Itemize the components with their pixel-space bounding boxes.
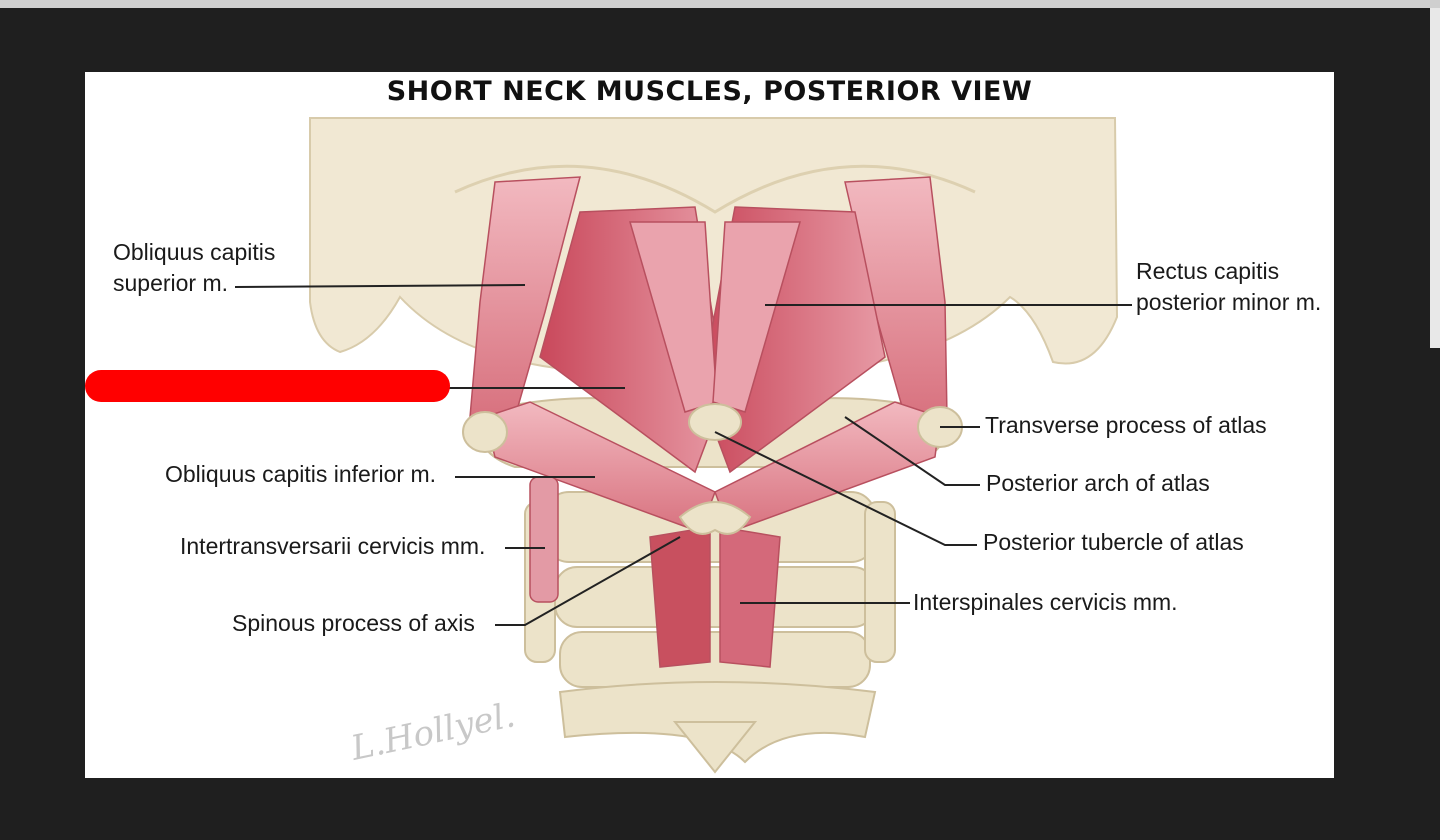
intertransversarii-left — [529, 476, 559, 603]
illustration-panel: SHORT NECK MUSCLES, POSTERIOR VIEW — [85, 72, 1334, 778]
leader-spinous-process — [495, 536, 681, 626]
axis-spinous-process — [678, 501, 752, 535]
redaction-mark — [85, 370, 450, 402]
leader-lines — [234, 284, 1132, 626]
leader-posterior-arch — [844, 416, 980, 486]
c4-vertebra — [559, 631, 871, 688]
atlas-transverse-left — [462, 411, 508, 453]
c3-vertebra — [554, 566, 876, 628]
label-posterior-arch: Posterior arch of atlas — [986, 470, 1210, 496]
label-intertransversarii: Intertransversarii cervicis mm. — [180, 533, 486, 559]
label-interspinales: Interspinales cervicis mm. — [913, 589, 1178, 615]
rectus-minor-right — [712, 221, 801, 413]
label-rectus-minor: Rectus capitis posterior minor m. — [1136, 256, 1321, 318]
lower-spinous-process — [672, 721, 758, 774]
label-obliquus-superior: Obliquus capitis superior m. — [113, 237, 275, 299]
window-right-edge — [1430, 8, 1440, 348]
leader-posterior-tubercle — [714, 431, 977, 546]
label-transverse-process: Transverse process of atlas — [985, 412, 1267, 438]
label-obliquus-superior-line2: superior m. — [113, 270, 229, 296]
window-top-strip — [0, 0, 1440, 8]
posterior-tubercle — [688, 403, 742, 441]
leader-obliquus-superior — [234, 284, 526, 288]
figure-title: SHORT NECK MUSCLES, POSTERIOR VIEW — [386, 76, 1033, 107]
interspinales-right — [719, 526, 781, 668]
label-obliquus-superior-line1: Obliquus capitis — [113, 239, 276, 265]
muscle-group — [469, 176, 948, 668]
right-transverse-nubs — [864, 501, 896, 663]
occipital-crest — [454, 164, 976, 214]
label-spinous-process: Spinous process of axis — [232, 610, 475, 636]
label-posterior-tubercle: Posterior tubercle of atlas — [983, 529, 1244, 555]
label-rectus-minor-line2: posterior minor m. — [1136, 289, 1322, 315]
anatomy-illustration — [234, 117, 1132, 774]
label-obliquus-inferior: Obliquus capitis inferior m. — [165, 461, 436, 487]
label-rectus-minor-line1: Rectus capitis — [1136, 258, 1280, 284]
